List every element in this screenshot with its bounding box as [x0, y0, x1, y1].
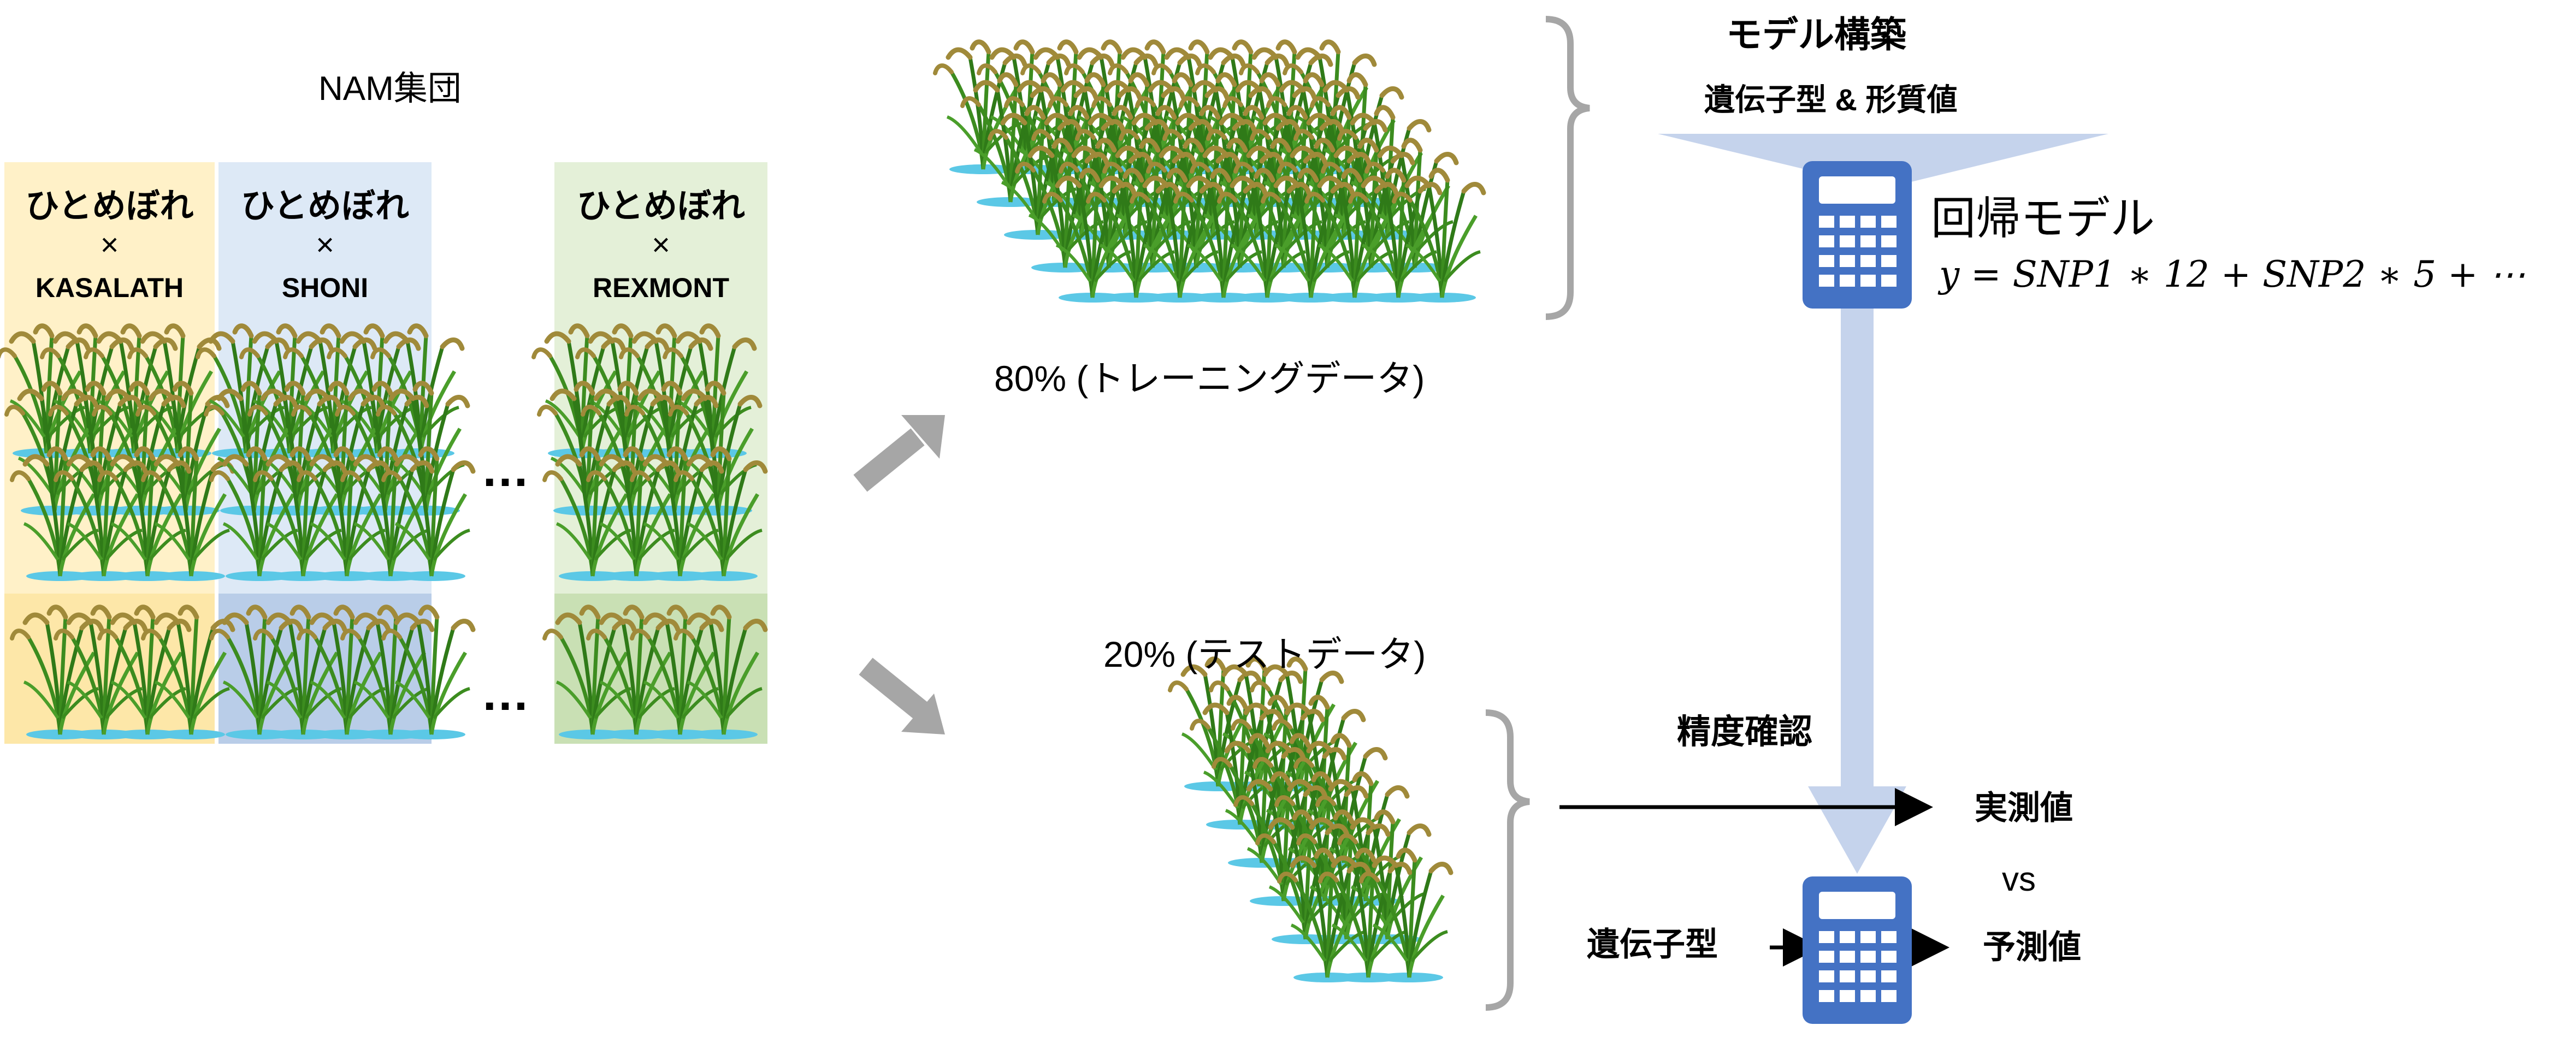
regression-formula: y = SNP1 ∗ 12 + SNP2 ∗ 5 + ⋯ [1939, 253, 2526, 295]
parent-label: ひとめぼれ [240, 187, 410, 225]
ellipsis-test: … [481, 666, 530, 721]
test-label: 20% (テストデータ) [1103, 634, 1426, 674]
donor-label: SHONI [281, 272, 369, 303]
observed-label: 実測値 [1975, 790, 2073, 826]
model-build-title: モデル構築 [1726, 14, 1906, 55]
training-field [935, 42, 1484, 303]
plants-kasalath-test [12, 607, 233, 739]
donor-label: KASALATH [35, 272, 184, 303]
calculator-icon-predict [1803, 876, 1912, 1024]
plants-kasalath-train [0, 326, 233, 581]
parent-label: ひとめぼれ [576, 187, 746, 225]
cross-symbol: × [316, 227, 334, 263]
split-arrow-test [859, 657, 945, 734]
split-arrow-train [853, 415, 945, 492]
plants-shoni-test [211, 607, 473, 739]
plants-rexmont-train [534, 326, 765, 581]
genotype-phenotype-label: 遺伝子型 & 形質値 [1704, 82, 1958, 117]
bracket-train [1545, 16, 1590, 320]
predicted-label: 予測値 [1983, 929, 2081, 965]
vs-label: vs [2002, 861, 2036, 898]
genotype-label: 遺伝子型 [1587, 926, 1718, 963]
accuracy-check-label: 精度確認 [1677, 713, 1813, 751]
test-field [1170, 659, 1451, 982]
vertical-flow [1808, 306, 1906, 874]
calculator-icon-model [1803, 161, 1912, 309]
donor-label: REXMONT [593, 272, 729, 303]
plants-rexmont-test [545, 607, 765, 739]
train-label: 80% (トレーニングデータ) [994, 358, 1425, 399]
plants-shoni-train [198, 326, 473, 581]
nam-title: NAM集団 [318, 70, 462, 108]
cross-symbol: × [652, 227, 670, 263]
regression-model-label: 回帰モデル [1931, 194, 2155, 244]
ellipsis-train: … [481, 442, 530, 497]
cross-symbol: × [100, 227, 119, 263]
bracket-test [1485, 709, 1530, 1011]
parent-label: ひとめぼれ [25, 187, 194, 225]
